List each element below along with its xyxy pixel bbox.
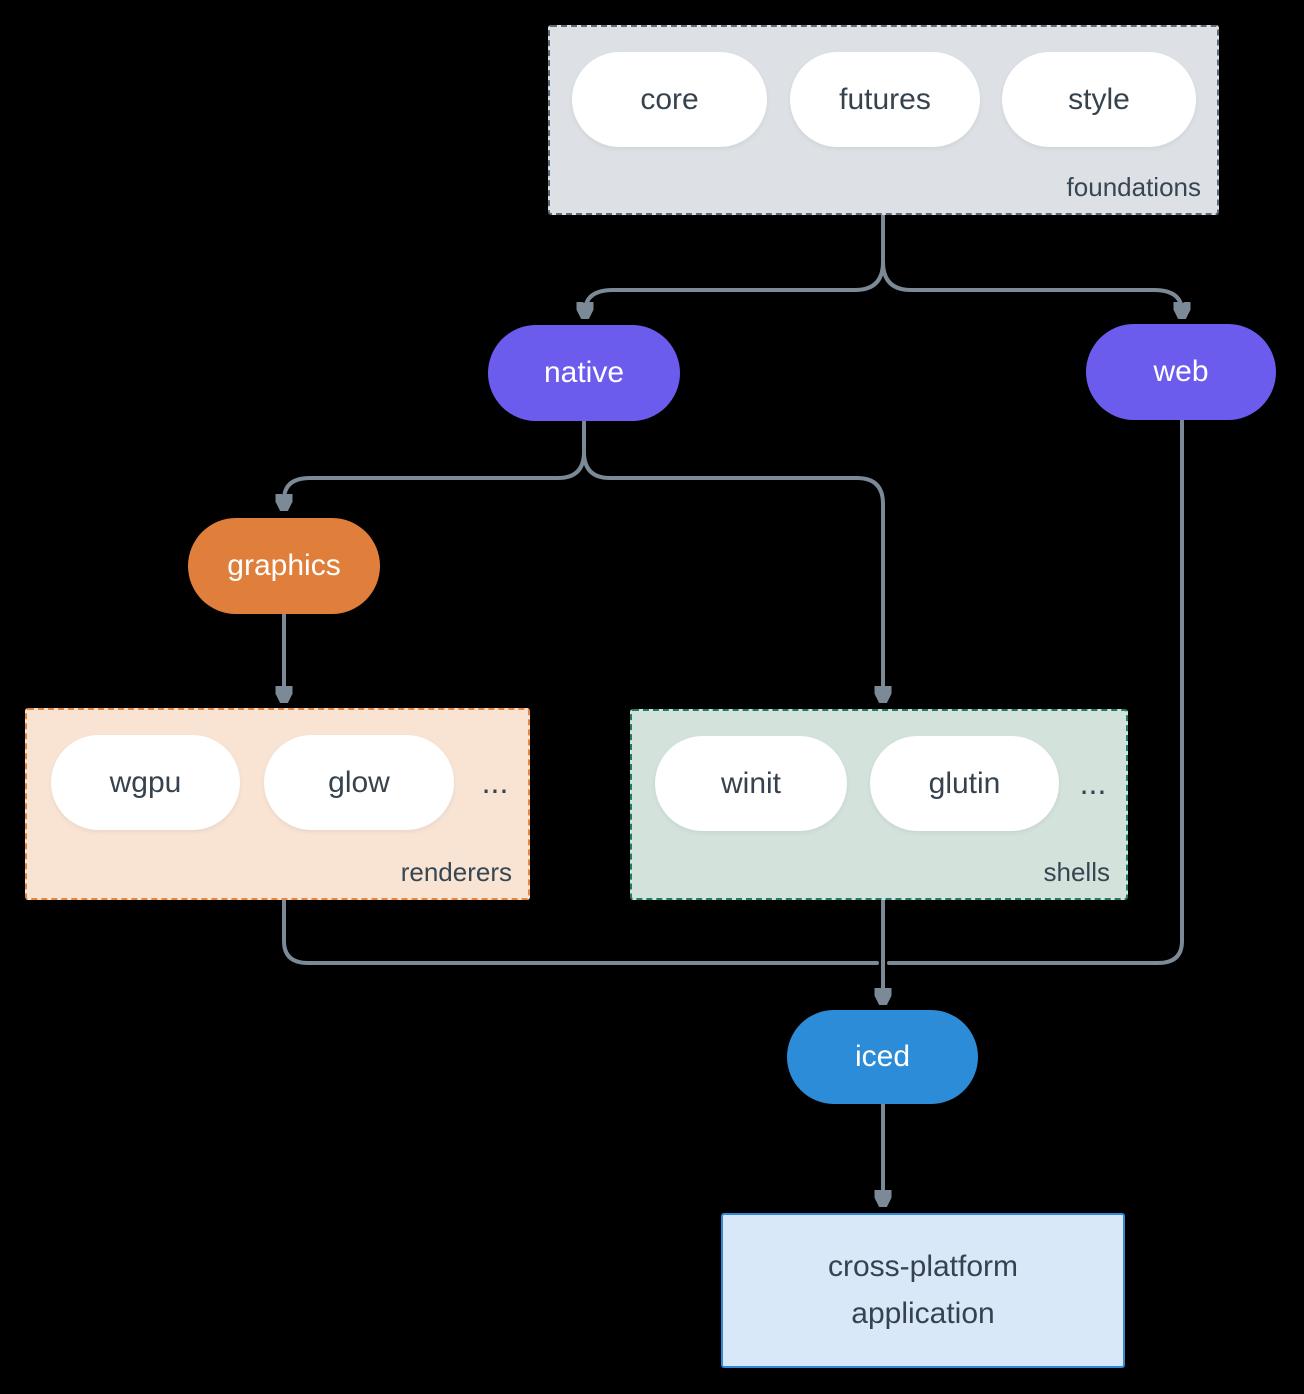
node-wgpu-label: wgpu: [109, 765, 182, 799]
node-graphics-label: graphics: [227, 549, 341, 582]
node-application: cross-platform application: [721, 1213, 1125, 1368]
edge-renderers-merge: [282, 897, 879, 965]
foundations-group: core futures style foundations: [548, 25, 1219, 215]
node-native-label: native: [543, 356, 625, 389]
renderers-ellipsis: ...: [481, 764, 509, 800]
node-futures: futures: [790, 52, 980, 147]
node-web-label: web: [1153, 355, 1209, 388]
renderers-group: wgpu glow ... renderers: [25, 708, 530, 900]
node-glow: glow: [264, 735, 454, 830]
node-iced-label: iced: [854, 1040, 911, 1073]
node-web: web: [1086, 324, 1276, 420]
node-winit-label: winit: [720, 766, 781, 800]
shells-ellipsis: ...: [1079, 765, 1107, 801]
shells-group-label: shells: [1043, 857, 1110, 887]
edge-foundations-split: [585, 212, 1182, 314]
node-wgpu: wgpu: [51, 735, 240, 830]
node-glow-label: glow: [328, 765, 390, 799]
node-application-label: cross-platform application: [827, 1250, 1019, 1330]
node-glutin: glutin: [870, 736, 1059, 831]
node-graphics: graphics: [188, 518, 380, 614]
foundations-group-label: foundations: [1066, 172, 1201, 202]
node-iced: iced: [787, 1010, 978, 1104]
node-glutin-label: glutin: [928, 766, 1001, 800]
node-core-label: core: [640, 82, 699, 116]
node-futures-label: futures: [839, 82, 931, 116]
node-core: core: [572, 52, 767, 147]
shells-group: winit glutin ... shells: [630, 709, 1128, 900]
node-style-label: style: [1068, 82, 1130, 116]
node-winit: winit: [655, 736, 847, 831]
node-style: style: [1002, 52, 1196, 147]
renderers-group-label: renderers: [400, 857, 512, 887]
node-native: native: [488, 325, 680, 421]
